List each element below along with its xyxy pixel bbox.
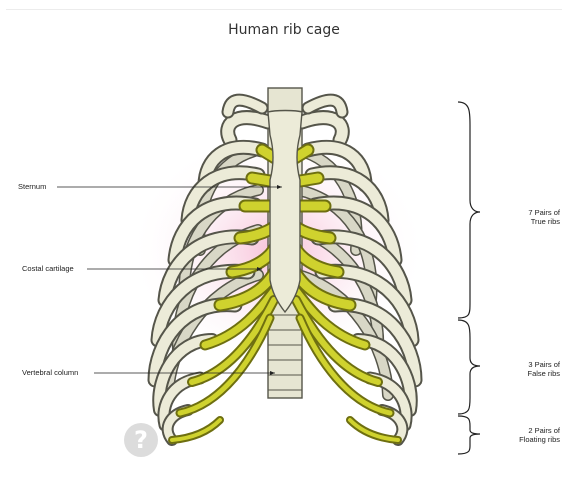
true-ribs-label: 7 Pairs of True ribs (528, 208, 560, 227)
true-ribs-brace (458, 102, 480, 318)
vertebral-column-label: Vertebral column (22, 368, 78, 377)
floating-ribs-label: 2 Pairs of Floating ribs (519, 426, 560, 445)
help-icon[interactable]: ? (124, 423, 158, 457)
floating-ribs-brace (458, 416, 480, 454)
false-ribs-brace (458, 320, 480, 414)
false-ribs-label: 3 Pairs of False ribs (527, 360, 560, 379)
sternum-label: Sternum (18, 182, 46, 191)
sternum (268, 111, 302, 313)
rib-group-braces (458, 102, 480, 454)
costal-cartilage-label: Costal cartilage (22, 264, 74, 273)
